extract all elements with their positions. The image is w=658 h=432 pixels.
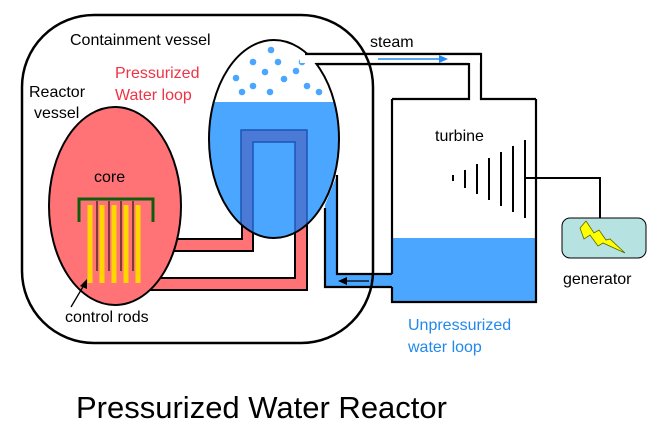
control-rods-pointer bbox=[70, 284, 85, 308]
turbine-label: turbine bbox=[435, 128, 484, 145]
rod-bracket bbox=[77, 197, 155, 222]
reactor-vessel-label-2: vessel bbox=[34, 105, 79, 122]
control-rod bbox=[111, 205, 117, 283]
steam-bubble bbox=[238, 88, 246, 96]
lightning-bolt-icon bbox=[579, 220, 626, 254]
unpressurized-loop-label-2: water loop bbox=[407, 339, 482, 356]
steam-bubble bbox=[232, 74, 240, 82]
turbine-housing bbox=[390, 99, 601, 304]
steam-bubble bbox=[303, 82, 311, 90]
control-rods-label: control rods bbox=[65, 309, 149, 326]
steam-bubble bbox=[249, 58, 257, 66]
pressurized-loop-label-2: Water loop bbox=[115, 87, 192, 104]
steam-bubble bbox=[266, 88, 274, 96]
feedwater-return-pipe bbox=[323, 175, 394, 289]
steam-bubble bbox=[249, 82, 257, 90]
unpressurized-loop-label-1: Unpressurized bbox=[408, 317, 511, 334]
arrow-left-icon bbox=[338, 277, 347, 285]
reactor-vessel-label-1: Reactor bbox=[29, 84, 86, 101]
control-rods bbox=[77, 197, 155, 283]
pressurized-loop-label-1: Pressurized bbox=[115, 65, 199, 82]
core-label: core bbox=[94, 169, 125, 186]
steam-bubble bbox=[267, 46, 275, 54]
turbine-blades bbox=[452, 140, 526, 218]
condenser-water bbox=[392, 238, 536, 302]
steam-bubble bbox=[292, 67, 300, 75]
steam-bubble bbox=[315, 88, 323, 96]
control-rod bbox=[87, 205, 93, 283]
generator bbox=[561, 217, 647, 259]
generator-label: generator bbox=[563, 271, 632, 288]
diagram-title: Pressurized Water Reactor bbox=[76, 390, 447, 425]
steam-bubbles bbox=[232, 46, 323, 96]
control-rod bbox=[135, 205, 141, 283]
steam-pipe bbox=[300, 52, 536, 101]
arrow-right-icon bbox=[439, 55, 448, 63]
steam-bubble bbox=[261, 68, 269, 76]
containment-vessel bbox=[20, 13, 375, 345]
control-rod bbox=[123, 205, 129, 283]
containment-label: Containment vessel bbox=[70, 32, 211, 49]
steam-bubble bbox=[280, 75, 288, 83]
steam-label: steam bbox=[370, 34, 414, 51]
steam-bubble bbox=[274, 58, 282, 66]
control-rod bbox=[99, 205, 105, 283]
